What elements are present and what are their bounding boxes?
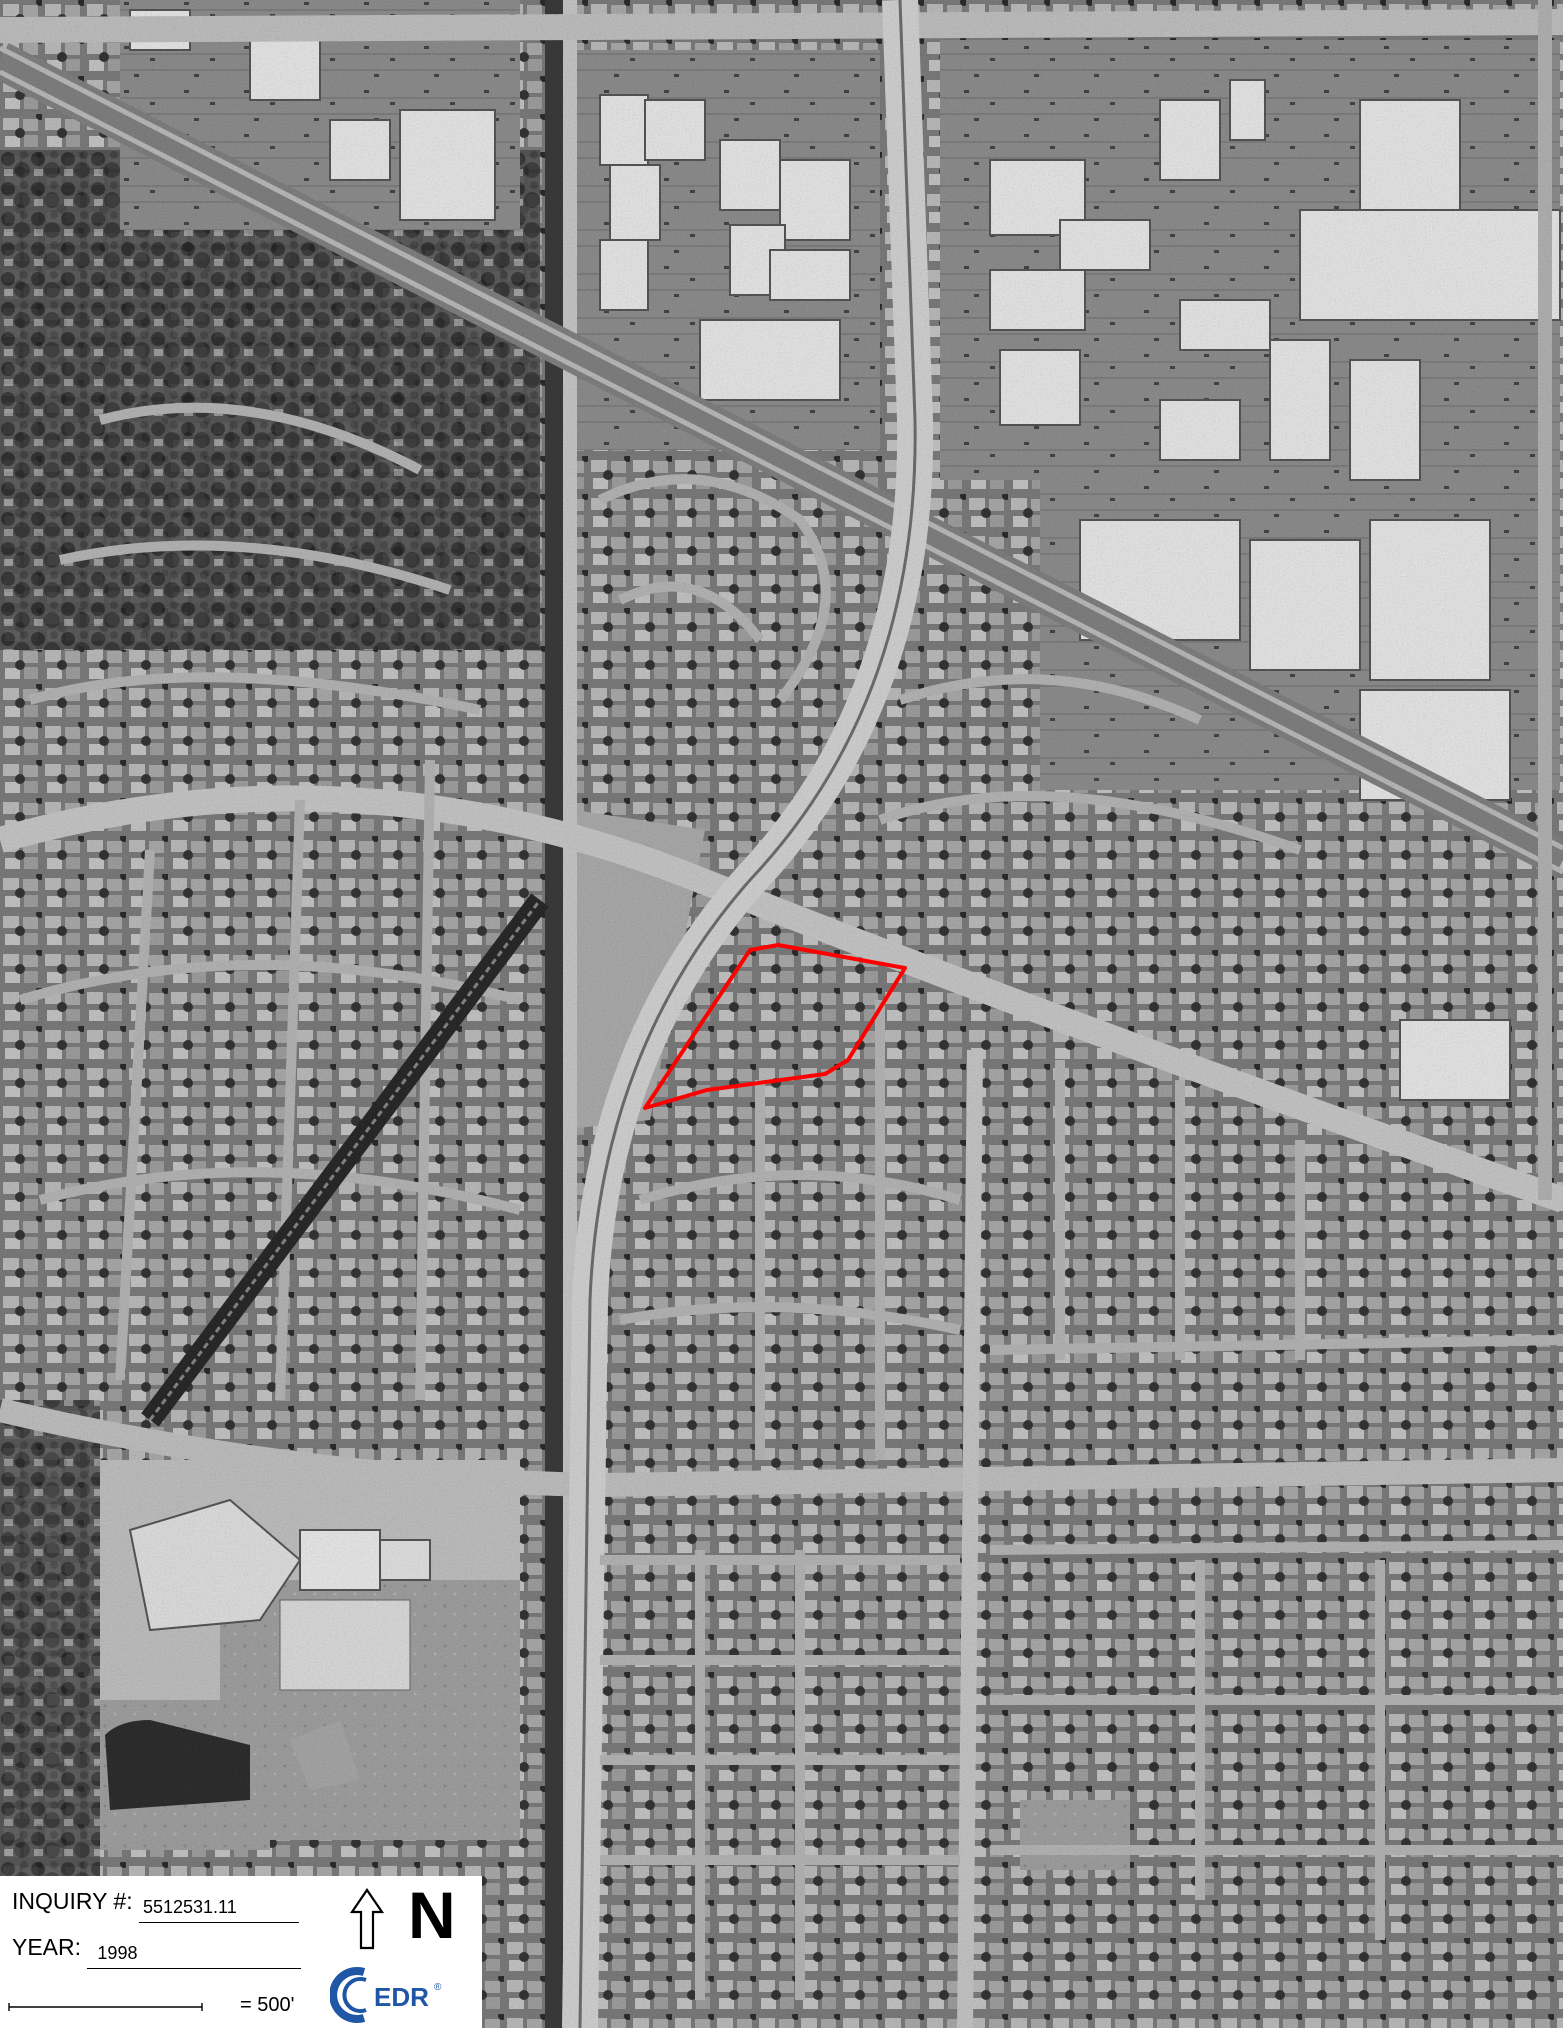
year-value: 1998 xyxy=(87,1940,302,1969)
edr-logo: EDR ® xyxy=(330,1967,442,2023)
inquiry-row: INQUIRY #: 5512531.11 xyxy=(12,1888,299,1923)
site-boundary xyxy=(643,943,907,1110)
scale-label: = 500' xyxy=(240,1994,295,2016)
edr-logo-mark: ® xyxy=(434,1982,442,1993)
map-legend: INQUIRY #: 5512531.11 YEAR: 1998 = 500' … xyxy=(0,1876,482,2030)
scale-bar xyxy=(8,2003,203,2011)
north-label: N xyxy=(408,1878,456,1952)
inquiry-label: INQUIRY #: xyxy=(12,1888,133,1914)
year-label: YEAR: xyxy=(12,1934,82,1960)
inquiry-value: 5512531.11 xyxy=(138,1894,299,1923)
year-row: YEAR: 1998 xyxy=(12,1934,302,1969)
north-arrow-icon xyxy=(350,1888,384,1950)
edr-logo-text: EDR xyxy=(374,1982,429,2012)
